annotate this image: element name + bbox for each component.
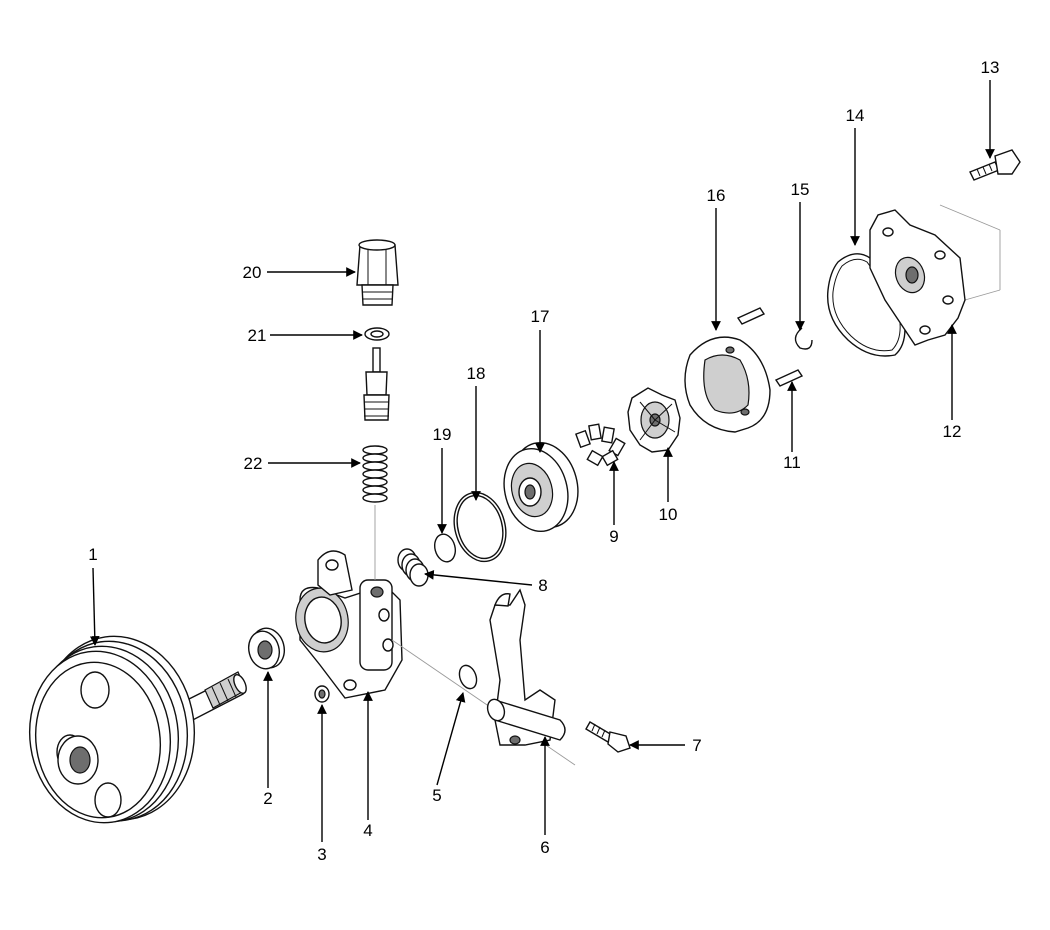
callout-2: 2	[263, 789, 272, 808]
callout-20: 20	[243, 263, 262, 282]
callout-5: 5	[432, 786, 441, 805]
callout-10: 10	[659, 505, 678, 524]
callout-1: 1	[88, 545, 97, 564]
part-suction-bracket	[486, 588, 566, 746]
callout-16: 16	[707, 186, 726, 205]
part-o-ring-5	[458, 664, 478, 690]
callout-6: 6	[540, 838, 549, 857]
part-spring-22	[362, 445, 388, 503]
callout-19: 19	[433, 425, 452, 444]
part-pulley	[28, 635, 247, 824]
part-gasket	[826, 253, 906, 357]
callout-9: 9	[609, 527, 618, 546]
part-rotor	[627, 387, 681, 453]
part-small-seal	[314, 685, 330, 703]
leader-8	[424, 570, 533, 586]
part-washer-21	[364, 327, 390, 341]
leader-5	[436, 692, 466, 786]
callout-13: 13	[981, 58, 1000, 77]
callout-15: 15	[791, 180, 810, 199]
part-flow-control-valve	[363, 347, 390, 421]
part-pressure-plate	[503, 441, 579, 533]
callout-21: 21	[248, 326, 267, 345]
callout-numbers: 1 2 3 4 5 6 7 8 9 10 11 12 13 14 15 16 1…	[88, 58, 999, 864]
callout-17: 17	[531, 307, 550, 326]
callout-14: 14	[846, 106, 865, 125]
part-o-ring-18	[453, 491, 507, 563]
leader-lines	[89, 80, 995, 842]
part-bolt-13	[969, 149, 1021, 181]
callout-11: 11	[783, 453, 801, 472]
callout-18: 18	[467, 364, 486, 383]
leader-1	[89, 567, 100, 646]
part-spring-8	[397, 548, 429, 587]
callout-22: 22	[244, 454, 263, 473]
callout-12: 12	[943, 422, 962, 441]
part-union-fitting	[356, 239, 399, 306]
part-oil-seal	[247, 627, 285, 670]
callout-4: 4	[363, 821, 372, 840]
part-pins	[736, 307, 804, 387]
callout-3: 3	[317, 845, 326, 864]
part-o-ring-19	[433, 533, 457, 563]
part-cam-ring	[684, 336, 771, 433]
part-snap-ring	[794, 327, 813, 350]
part-bolt-7	[585, 721, 631, 753]
callout-7: 7	[692, 736, 701, 755]
part-pump-body	[295, 550, 403, 699]
part-rear-cover	[869, 209, 966, 346]
callout-8: 8	[538, 576, 547, 595]
part-vanes	[575, 423, 626, 467]
